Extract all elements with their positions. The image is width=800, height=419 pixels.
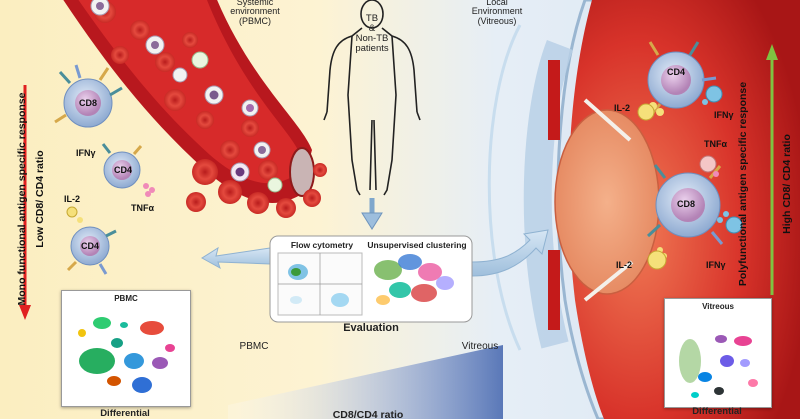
ifng-right-a-label: IFNγ <box>714 110 734 120</box>
left-arrow-head-icon <box>19 305 31 320</box>
pbmc-tsne-plot <box>78 317 175 393</box>
low-ratio-label: Low CD8/ CD4 ratio <box>34 150 46 248</box>
vitreous-tsne-plot <box>679 335 758 398</box>
evaluation-title: Evaluation <box>343 322 399 334</box>
patients-label: TB & Non-TB patients <box>355 13 389 54</box>
systemic-label: Systemic environment (PBMC) <box>230 0 280 26</box>
cd4-cell-right <box>637 41 723 121</box>
ratio-wedge <box>228 345 503 419</box>
flow-cytometry-label: Flow cytometry <box>290 240 354 250</box>
local-label: Local Environment (Vitreous) <box>471 0 523 26</box>
cd4-left-b-label: CD4 <box>81 241 100 251</box>
ratio-label: CD8/CD4 ratio <box>332 409 404 419</box>
cd8-left-label: CD8 <box>79 98 98 108</box>
cd4-cell-left-b <box>66 206 117 275</box>
vitreous-panel: Vitreous <box>664 298 772 408</box>
tnfa-right-label: TNFα <box>704 139 728 149</box>
bottom-pbmc-label: PBMC <box>239 341 269 352</box>
vitreous-panel-title: Vitreous <box>702 302 734 311</box>
vitreous-panel-caption: Differential <box>692 406 742 417</box>
clustering-label: Unsupervised clustering <box>367 240 467 250</box>
down-arrow-head-icon <box>361 212 383 230</box>
il2-left-label: IL-2 <box>64 194 81 204</box>
cd4-cell-left-a <box>101 143 155 197</box>
mono-response-label: Mono functional antigen specific respons… <box>16 92 28 306</box>
pbmc-panel-title: PBMC <box>114 294 138 303</box>
cd4-left-a-label: CD4 <box>114 165 133 175</box>
ifng-right-b-label: IFNγ <box>706 260 726 270</box>
tnfa-left-label: TNFα <box>131 203 155 213</box>
clustering-plot <box>374 254 454 305</box>
white-blood-cells <box>90 0 283 193</box>
pbmc-panel: PBMC <box>61 290 191 407</box>
cd8-cell-left <box>54 64 123 128</box>
bottom-vitreous-label: Vitreous <box>461 341 499 352</box>
high-ratio-label: High CD8/ CD4 ratio <box>781 134 793 234</box>
left-connector-arrow-icon <box>201 246 271 270</box>
right-arrow-head-icon <box>766 44 778 60</box>
right-connector-arrow-icon <box>471 229 549 277</box>
il2-right-a-label: IL-2 <box>614 103 631 113</box>
cd8-cell-right <box>646 155 743 270</box>
il2-right-b-label: IL-2 <box>616 260 633 270</box>
ifng-left-label: IFNγ <box>76 148 96 158</box>
poly-response-label: Polyfunctional antigen specific response <box>737 81 749 287</box>
cd4-right-label: CD4 <box>667 67 686 77</box>
pbmc-panel-caption: Differential <box>100 408 150 419</box>
cd8-right-label: CD8 <box>677 199 696 209</box>
human-figure-icon <box>323 0 421 196</box>
